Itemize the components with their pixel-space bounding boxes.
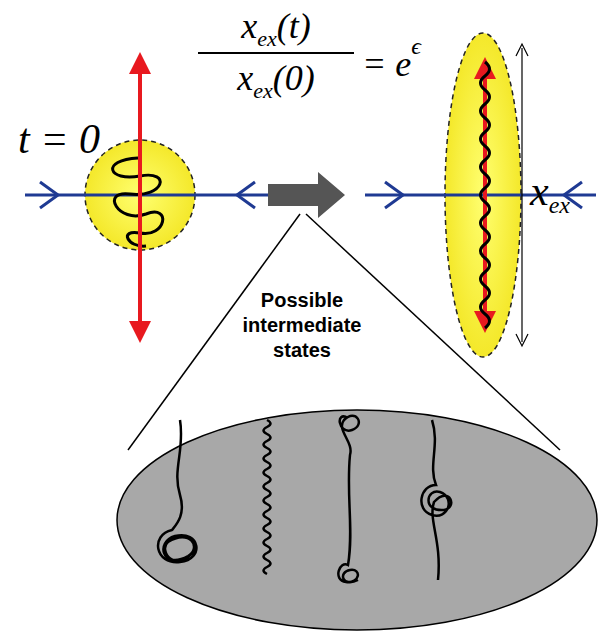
arrowhead <box>129 52 151 74</box>
superscript: ϵ <box>411 33 421 59</box>
polymer-chain <box>421 420 451 580</box>
math-text: = e <box>362 44 411 84</box>
node-heading: Possible intermediate states <box>232 288 372 363</box>
subscript: ex <box>549 192 570 218</box>
polymer-chain <box>158 420 196 562</box>
polymer-chain <box>338 416 358 582</box>
arrowhead <box>129 321 151 343</box>
inward-arrowhead <box>40 182 58 208</box>
math-expression: xex(0) <box>198 60 354 102</box>
math-text: t = 0 <box>18 116 100 162</box>
grey-ellipse <box>117 410 597 630</box>
intermediate-states-ellipse: Possible intermediate states <box>110 280 600 632</box>
extension-arrow <box>521 48 522 342</box>
transition-arrow <box>268 172 345 218</box>
math-expression: xex(t) <box>198 8 354 50</box>
compression-axis <box>25 194 290 197</box>
polymer-chain <box>264 420 271 574</box>
fraction-bar <box>198 52 354 54</box>
coiled-polymer <box>113 158 163 246</box>
subscript: ex <box>257 26 277 51</box>
inward-arrowhead <box>237 182 255 208</box>
arrowhead <box>516 334 528 346</box>
stretched-polymer <box>481 62 490 328</box>
subscript: ex <box>253 78 273 103</box>
math-expression: = eϵ <box>362 34 421 82</box>
math-text: (t) <box>277 6 311 46</box>
math-text: x <box>530 168 549 214</box>
stretch-axis <box>138 70 142 325</box>
math-expression: t = 0 <box>18 118 100 160</box>
inward-arrowhead <box>385 182 403 208</box>
math-text: (0) <box>273 58 315 98</box>
math-expression: xex <box>530 170 570 217</box>
stretch-axis <box>483 75 487 315</box>
arrowhead <box>516 44 528 56</box>
math-text: x <box>241 6 257 46</box>
math-text: x <box>237 58 253 98</box>
